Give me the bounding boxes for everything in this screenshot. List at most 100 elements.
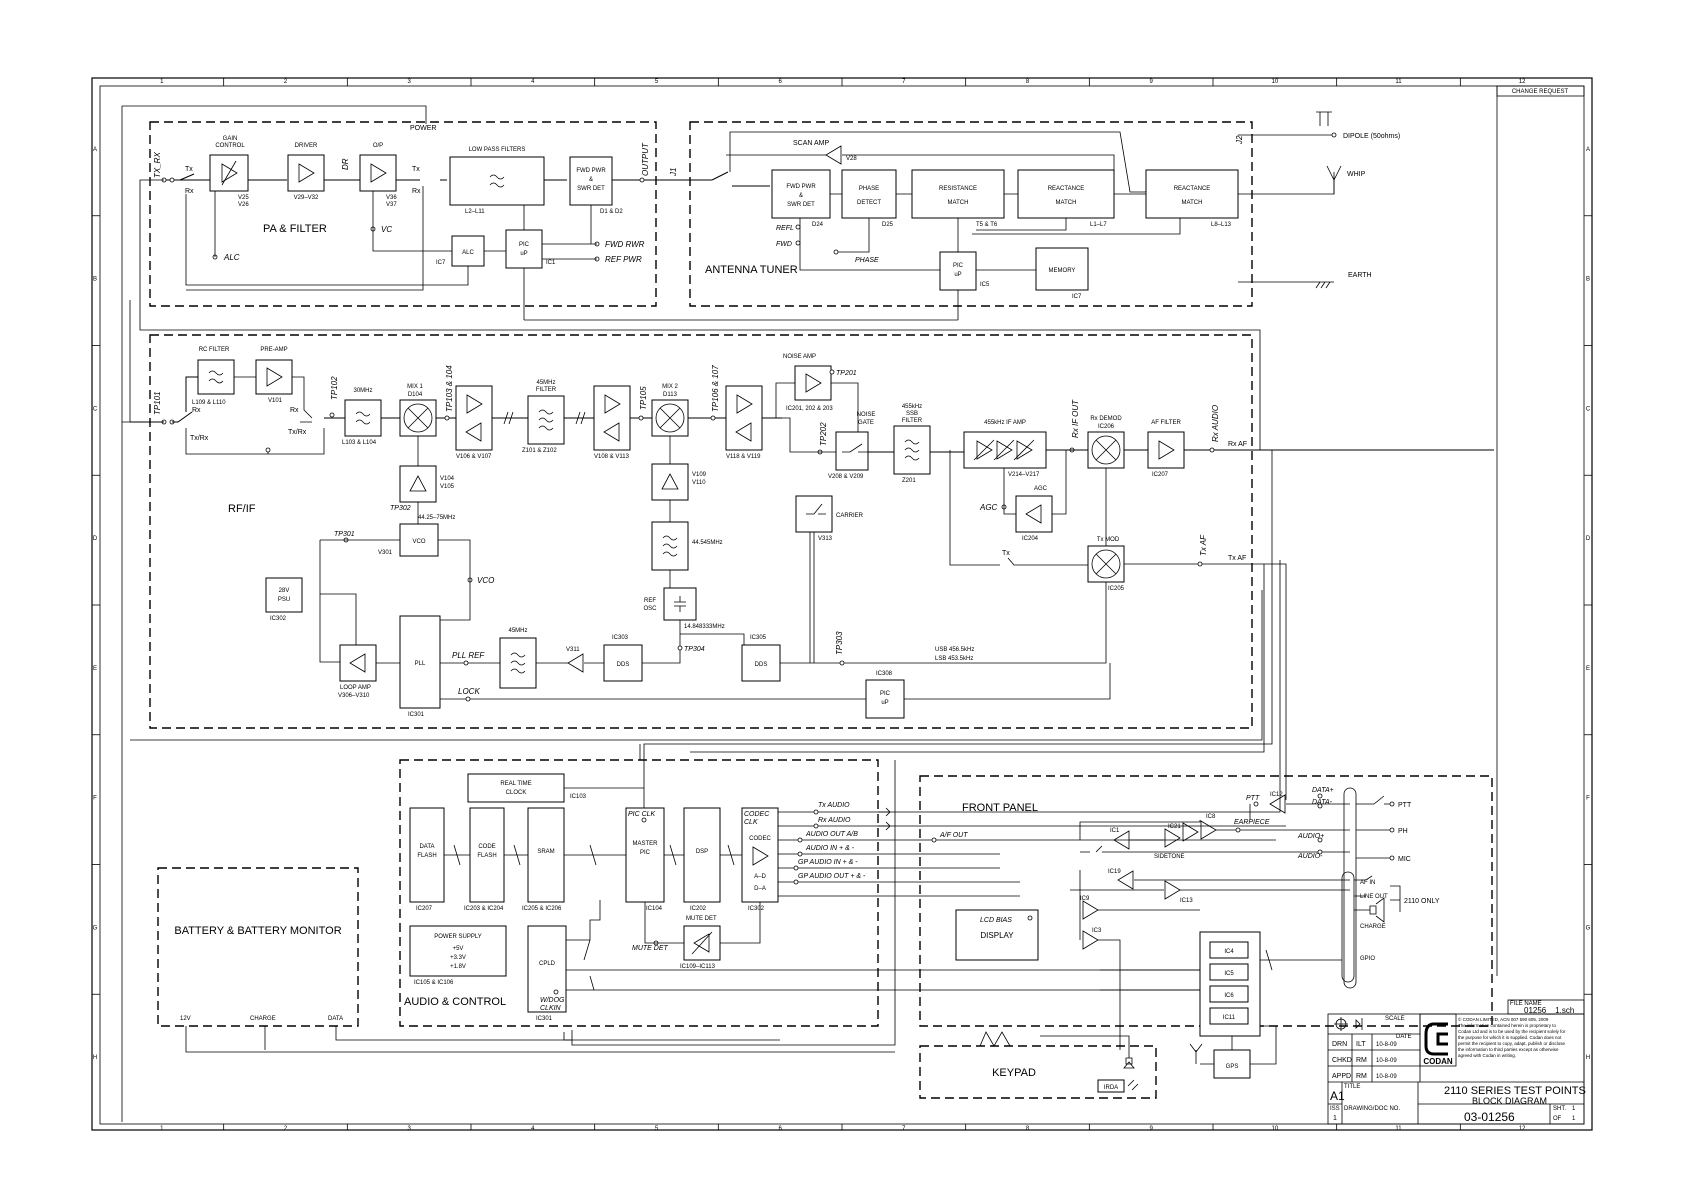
svg-text:&: & [799,193,803,199]
svg-text:CODEC: CODEC [744,811,770,818]
svg-text:GAIN: GAIN [223,136,238,142]
svg-text:Rx: Rx [290,407,299,414]
svg-text:IC7: IC7 [1072,294,1082,300]
svg-text:VC: VC [381,225,392,234]
svg-text:MEMORY: MEMORY [1049,268,1076,274]
svg-text:EARTH: EARTH [1348,272,1372,279]
svg-text:AUDIO IN + & -: AUDIO IN + & - [805,845,855,852]
svg-text:FLASH: FLASH [417,853,436,859]
pre-amp [255,359,293,395]
svg-text:IC308: IC308 [876,671,893,677]
svg-text:O/P: O/P [373,143,383,149]
svg-text:T5 & T6: T5 & T6 [976,222,998,228]
svg-text:V208 & V209: V208 & V209 [828,474,864,480]
svg-text:AGC: AGC [979,503,998,512]
svg-text:CONTROL: CONTROL [215,143,245,149]
svg-text:REF: REF [644,598,656,604]
svg-text:TP301: TP301 [334,531,355,538]
audio-control-section: AUDIO & CONTROL REAL TIME CLOCK IC103 DA… [399,450,1286,1046]
svg-text:A/F OUT: A/F OUT [939,832,968,839]
svg-text:44.25–75MHz: 44.25–75MHz [418,515,455,521]
svg-text:IC302: IC302 [270,616,287,622]
svg-text:MASTER: MASTER [632,841,658,847]
agc-block [1015,495,1053,533]
svg-text:CLOCK: CLOCK [506,790,527,796]
svg-text:D25: D25 [882,222,894,228]
amp-v108 [593,385,631,451]
svg-text:CLK: CLK [744,819,758,826]
svg-text:IC207: IC207 [416,906,433,912]
svg-text:IC21: IC21 [1168,824,1181,830]
grid-row-label: H [1586,1055,1590,1061]
svg-text:PTT: PTT [1398,802,1412,809]
svg-text:OUTPUT: OUTPUT [641,142,650,176]
svg-text:1: 1 [1572,1106,1576,1112]
svg-text:45MHz: 45MHz [508,628,527,634]
grid-column-label: 11 [1395,79,1402,85]
svg-text:ISS: ISS [1330,1106,1340,1112]
svg-text:RC FILTER: RC FILTER [199,347,230,353]
svg-text:IC204: IC204 [1022,536,1039,542]
svg-text:© CODAN LIMITED, ACN 007 590 6: © CODAN LIMITED, ACN 007 590 605, 2009 [1458,1016,1549,1022]
svg-text:455kHz: 455kHz [902,404,922,410]
svg-text:TP201: TP201 [836,370,857,377]
svg-text:IC109–IC113: IC109–IC113 [680,964,716,970]
amp-v106 [455,385,493,451]
svg-text:PIC: PIC [953,263,964,269]
svg-text:PHASE: PHASE [855,257,879,264]
svg-text:PIC: PIC [880,691,891,697]
svg-text:V108 & V113: V108 & V113 [594,454,630,460]
svg-text:FLASH: FLASH [477,853,496,859]
grid-row-label: F [1586,796,1590,802]
svg-text:IC19: IC19 [1108,869,1121,875]
svg-text:GP AUDIO IN + & -: GP AUDIO IN + & - [798,859,858,866]
grid-column-label: 10 [1271,79,1278,85]
svg-text:Z201: Z201 [902,478,916,484]
svg-text:Tx: Tx [412,166,420,173]
svg-text:LSB 453.5kHz: LSB 453.5kHz [935,656,973,662]
grid-column-label: 12 [1519,79,1526,85]
svg-text:DDS: DDS [617,662,630,668]
svg-text:Rx: Rx [185,188,194,195]
grid-row-label: C [93,406,98,412]
keypad-title: KEYPAD [992,1067,1036,1079]
cpld [527,925,567,1013]
svg-text:IC205 & IC206: IC205 & IC206 [522,906,562,912]
codan-logo-icon [1424,1022,1448,1056]
svg-text:V104: V104 [440,476,455,482]
title-block: FILE NAME 01256__1.sch SCALE DATE DRN IL… [1327,999,1586,1125]
real-time-clock [467,773,565,803]
grid-row-label: E [1586,666,1590,672]
grid-column-label: 7 [902,79,906,85]
grid-row-label: D [1586,536,1591,542]
svg-text:FILE NAME: FILE NAME [1510,1001,1542,1007]
display [955,909,1039,961]
grid-column-label: 8 [1026,1126,1030,1132]
grid-row-label: E [93,666,97,672]
svg-text:PHASE: PHASE [859,186,879,192]
svg-text:LOW PASS FILTERS: LOW PASS FILTERS [469,147,526,153]
svg-text:TP105: TP105 [639,386,648,410]
svg-text:01256__1.sch: 01256__1.sch [1524,1006,1574,1015]
svg-text:+3.3V: +3.3V [450,955,466,961]
svg-text:agreed with Codan in writing.: agreed with Codan in writing. [1458,1053,1516,1058]
svg-text:L109 & L110: L109 & L110 [192,400,226,406]
svg-text:SHT.: SHT. [1553,1106,1566,1112]
svg-text:CODEC: CODEC [749,836,771,842]
svg-text:10-8-09: 10-8-09 [1376,1042,1397,1048]
svg-text:IC5: IC5 [980,282,990,288]
drawing-number: 03-01256 [1464,1110,1515,1124]
svg-text:CARRIER: CARRIER [836,513,864,519]
af-filter [1147,431,1185,469]
dsp [683,807,721,903]
grid-column-label: 4 [531,79,535,85]
pa-filter-section: PA & FILTER POWER TX_RX Tx Rx GAIN CONTR… [121,105,690,1122]
noise-amp [794,365,832,401]
svg-text:IC104: IC104 [646,906,663,912]
grid-column-label: 3 [407,79,411,85]
svg-text:Tx MOD: Tx MOD [1097,537,1120,543]
grid-column-label: 1 [160,79,164,85]
svg-text:CHARGE: CHARGE [250,1016,276,1022]
pa-section-title: PA & FILTER [263,223,327,235]
